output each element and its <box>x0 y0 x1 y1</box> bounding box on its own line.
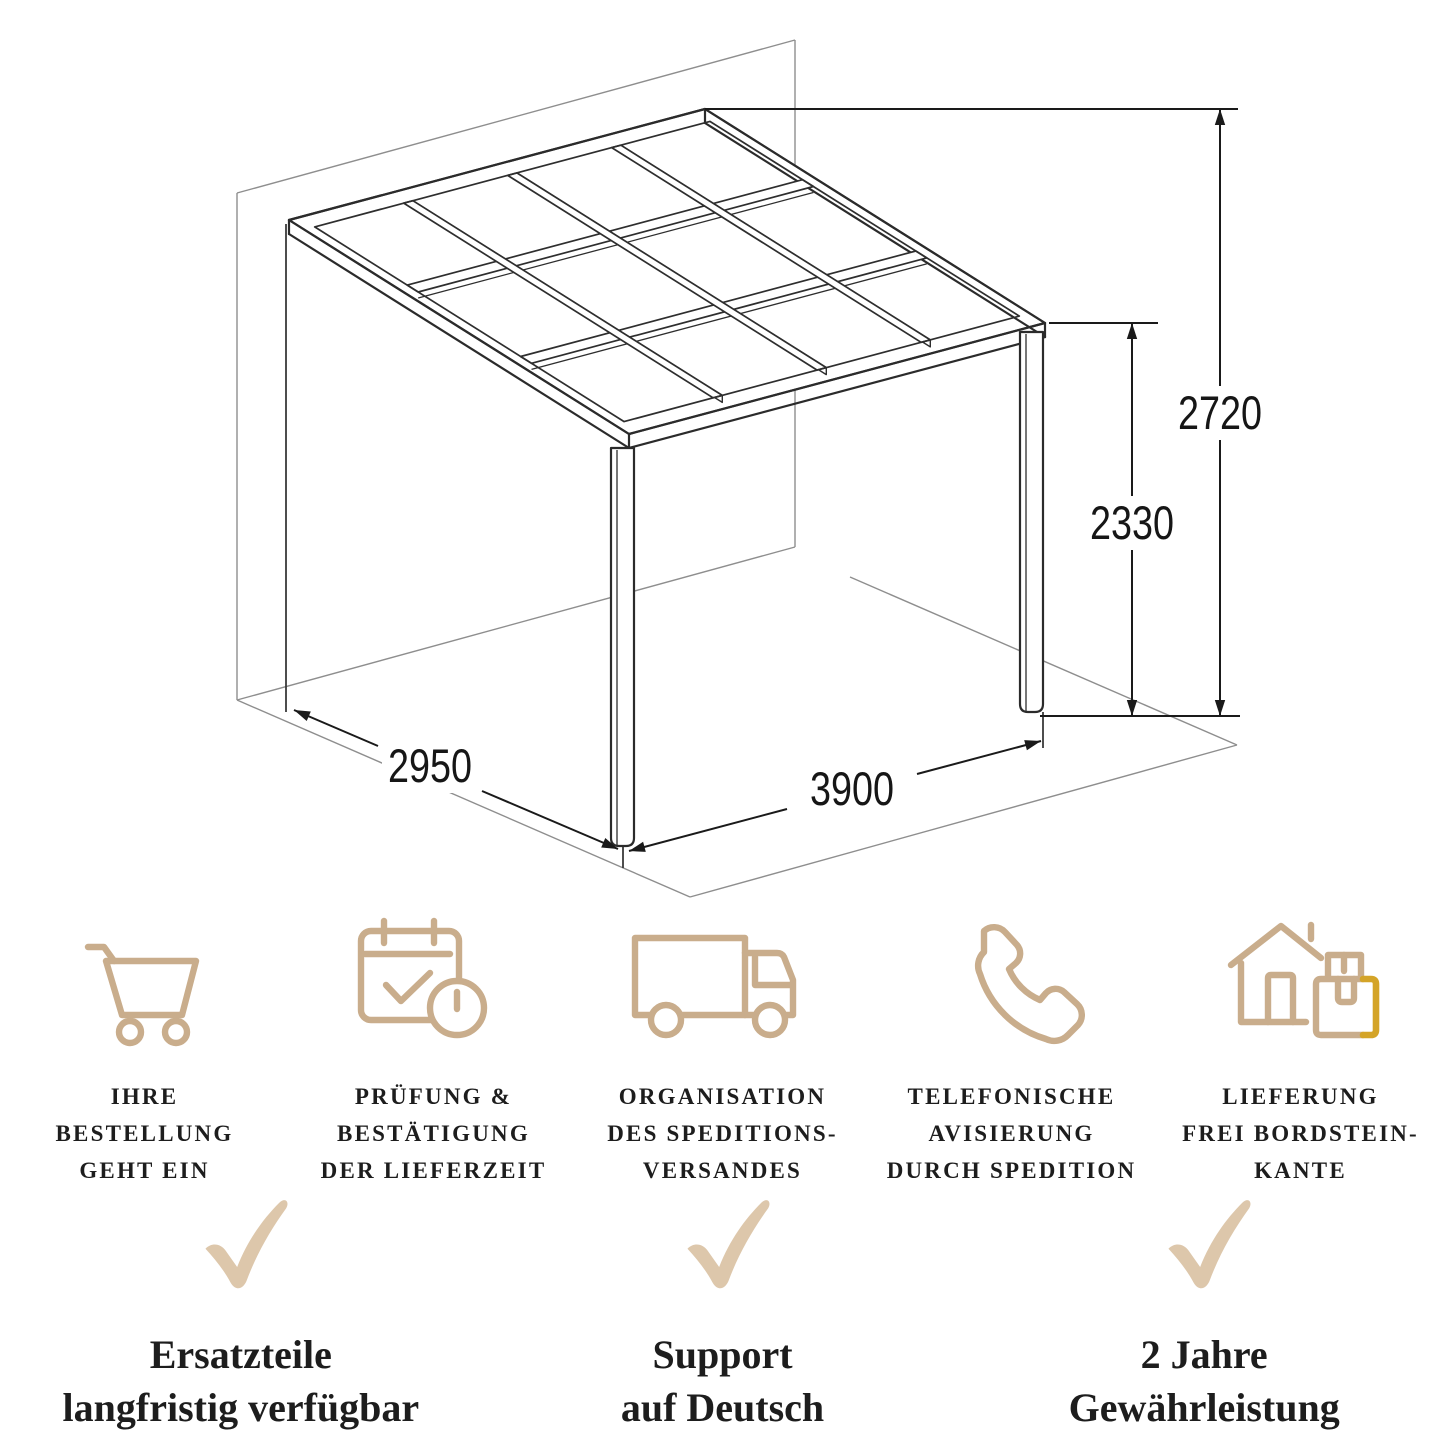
feature-label: TELEFONISCHE AVISIERUNG DURCH SPEDITION <box>886 1084 1137 1183</box>
feature-call-notice: TELEFONISCHE AVISIERUNG DURCH SPEDITION <box>867 912 1156 1189</box>
assure-label: Ersatzteile langfristig verfügbar <box>62 1332 420 1430</box>
roof-grid <box>287 107 1047 450</box>
dimension-lines: 2720 2330 2950 3900 <box>293 108 1268 852</box>
front-left-post <box>609 446 636 848</box>
dim-post-height-label: 2330 <box>1090 496 1174 549</box>
wall-outline <box>236 39 796 701</box>
extension-lines <box>285 224 1044 868</box>
pergola-dimension-diagram: 2720 2330 2950 3900 <box>236 39 1268 898</box>
feature-label: PRÜFUNG & BESTÄTIGUNG DER LIEFERZEIT <box>320 1084 547 1183</box>
checkmark-icon <box>1168 1200 1251 1289</box>
assure-spare-parts: Ersatzteile langfristig verfügbar <box>0 1192 482 1434</box>
floor-outline <box>236 576 1238 898</box>
truck-icon <box>631 934 796 1038</box>
feature-confirmation: PRÜFUNG & BESTÄTIGUNG DER LIEFERZEIT <box>289 912 578 1189</box>
assure-support: Support auf Deutsch <box>482 1192 964 1434</box>
assure-label: Support auf Deutsch <box>620 1332 825 1430</box>
assure-label: 2 Jahre Gewährleistung <box>1068 1332 1340 1430</box>
cart-icon <box>84 943 199 1047</box>
calendar-check-icon <box>357 917 487 1038</box>
feature-label: LIEFERUNG FREI BORDSTEIN- KANTE <box>1182 1084 1419 1183</box>
dim-total-height-label: 2720 <box>1178 386 1262 439</box>
feature-curbside-delivery: LIEFERUNG FREI BORDSTEIN- KANTE <box>1156 912 1445 1189</box>
phone-icon <box>974 924 1085 1045</box>
feature-label: IHRE BESTELLUNG GEHT EIN <box>55 1084 234 1183</box>
features-row: IHRE BESTELLUNG GEHT EIN PRÜFUNG & <box>0 912 1445 1189</box>
front-right-post <box>1018 330 1045 714</box>
house-delivery-icon <box>1227 921 1380 1039</box>
feature-shipping: ORGANISATION DES SPEDITIONS- VERSANDES <box>578 912 867 1189</box>
feature-order: IHRE BESTELLUNG GEHT EIN <box>0 912 289 1189</box>
dim-depth-label: 2950 <box>388 739 472 792</box>
assure-warranty: 2 Jahre Gewährleistung <box>963 1192 1445 1434</box>
checkmark-icon <box>686 1200 769 1289</box>
checkmark-icon <box>205 1200 288 1289</box>
dim-width-label: 3900 <box>810 762 894 815</box>
assurances-row: Ersatzteile langfristig verfügbar Suppor… <box>0 1192 1445 1434</box>
posts <box>609 330 1045 848</box>
feature-label: ORGANISATION DES SPEDITIONS- VERSANDES <box>607 1084 838 1183</box>
